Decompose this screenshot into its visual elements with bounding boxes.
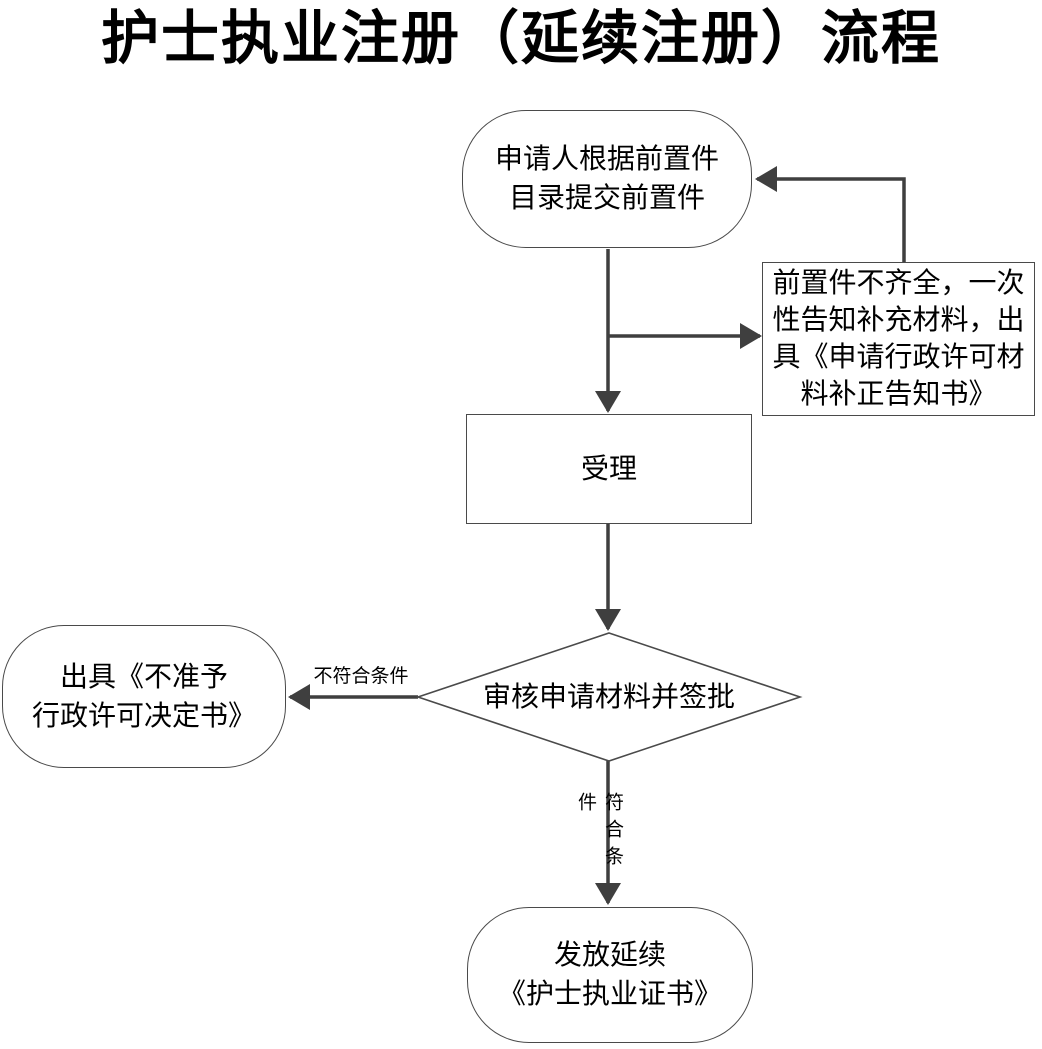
page-title: 护士执业注册（延续注册）流程 bbox=[100, 6, 941, 71]
node-reject-decision-terminator: 出具《不准予 行政许可决定书》 bbox=[2, 625, 286, 768]
edge-label-not-qualified: 不符合条件 bbox=[313, 666, 409, 687]
node-accept-box: 受理 bbox=[466, 414, 752, 524]
node-start-terminator: 申请人根据前置件 目录提交前置件 bbox=[462, 110, 752, 248]
node-issue-certificate-terminator: 发放延续 《护士执业证书》 bbox=[467, 907, 753, 1043]
edge-supplement-back-to-start bbox=[755, 166, 906, 262]
edge-label-qualified: 符合条件 bbox=[575, 792, 623, 873]
node-supplement-notice-box: 前置件不齐全，一次 性告知补充材料，出 具《申请行政许可材 料补正告知书》 bbox=[762, 262, 1035, 416]
decision-diamond-shape bbox=[415, 632, 803, 762]
node-review-decision-label: 审核申请材料并签批 bbox=[482, 680, 735, 712]
